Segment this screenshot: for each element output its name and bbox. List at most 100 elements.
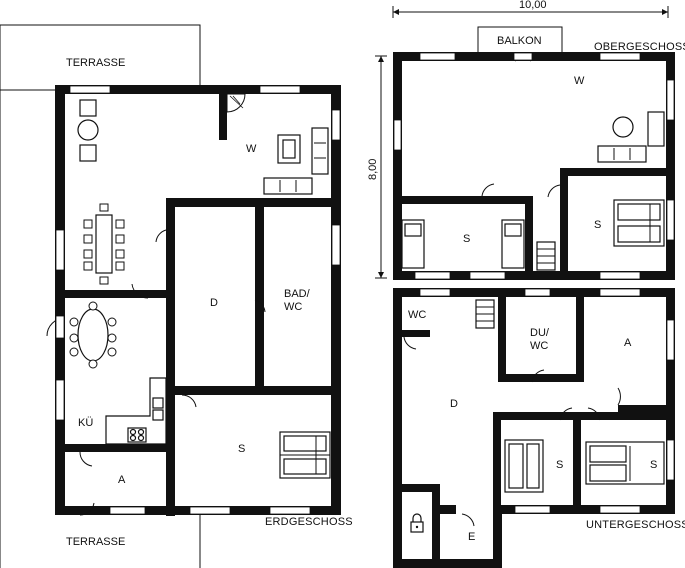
door-swing-icon <box>547 184 561 198</box>
window-icon <box>259 85 301 94</box>
room-label-kitchen: KÜ <box>78 417 93 429</box>
window-icon <box>331 109 341 141</box>
sink-icon <box>152 409 164 421</box>
wall <box>400 484 436 492</box>
window-icon <box>55 229 65 271</box>
balcony-outline <box>477 26 563 54</box>
table-top <box>282 139 296 159</box>
sofa-icon <box>647 111 665 147</box>
door-swing-icon <box>403 336 417 350</box>
door-swing-icon <box>155 229 167 243</box>
room-label-ug-du-line1: DU/ <box>530 327 550 339</box>
window-icon <box>189 506 231 515</box>
window-icon <box>419 288 451 297</box>
wall <box>393 52 402 280</box>
window-icon <box>599 505 641 514</box>
room-label-ug-d: D <box>450 398 458 410</box>
window-icon <box>666 439 675 481</box>
room-label-d: D <box>210 297 218 309</box>
wall <box>573 412 581 512</box>
wall <box>55 444 175 452</box>
dimension-width: 10,00 <box>519 0 547 11</box>
balcony-label: BALKON <box>497 35 542 47</box>
wall <box>440 505 456 514</box>
wall <box>55 85 340 94</box>
door-swing-icon <box>559 407 573 421</box>
room-label-ug-du-line2: WC <box>530 340 548 352</box>
room-label-og-s2: S <box>594 219 601 231</box>
wall <box>498 374 582 382</box>
window-icon <box>599 288 641 297</box>
chair-icon <box>83 203 125 285</box>
room-label-a: A <box>118 474 126 486</box>
window-icon <box>393 119 402 151</box>
window-icon <box>269 506 311 515</box>
untergeschoss-plan: WC D DU/ WC A S S E UNTERGESCHOSS <box>393 288 685 568</box>
window-icon <box>69 85 111 94</box>
door-swing-icon <box>461 513 475 527</box>
door-swing-icon <box>254 299 266 313</box>
sink-icon <box>152 397 164 409</box>
wall <box>219 92 227 140</box>
sofa-icon <box>311 127 329 175</box>
window-icon <box>331 224 341 266</box>
wall <box>666 288 675 513</box>
wall <box>560 168 568 280</box>
window-icon <box>419 52 456 61</box>
wall <box>393 271 675 280</box>
obergeschoss-plan: BALKON <box>393 26 685 280</box>
armchair-icon <box>79 144 97 162</box>
door-swing-icon <box>587 407 601 421</box>
terrace-outline-top <box>0 24 201 91</box>
room-label-bath-line2: WC <box>284 301 302 313</box>
wall <box>166 386 341 395</box>
window-icon <box>414 271 451 280</box>
door-swing-icon <box>79 502 95 516</box>
room-label-living: W <box>246 143 257 155</box>
wall <box>393 288 402 568</box>
wall <box>393 52 675 61</box>
window-icon <box>666 79 675 121</box>
window-icon <box>109 506 146 515</box>
wall <box>331 85 341 515</box>
dimensions: 10,00 8,00 <box>367 0 669 279</box>
room-label-bath-line1: BAD/ <box>284 288 311 300</box>
window-icon <box>55 379 65 421</box>
stair-icon <box>536 241 556 271</box>
door-swing-icon <box>79 451 93 467</box>
wall <box>55 290 175 298</box>
floor-label-upper: OBERGESCHOSS <box>594 41 685 53</box>
terrace-bottom-label: TERRASSE <box>66 536 125 548</box>
floor-label-ground: ERDGESCHOSS <box>265 516 353 528</box>
door-swing-icon <box>181 394 197 408</box>
door-opening <box>513 52 533 61</box>
floor-label-basement: UNTERGESCHOSS <box>586 519 685 531</box>
door-swing-icon <box>481 183 495 197</box>
armchair-icon <box>79 99 97 117</box>
wall <box>393 559 502 568</box>
room-label-ug-e: E <box>468 531 475 543</box>
wall <box>560 168 675 176</box>
stove-icon <box>127 427 147 443</box>
wall <box>576 288 584 382</box>
fireplace-icon <box>226 93 246 113</box>
stair-icon <box>475 299 495 329</box>
door-swing-icon <box>617 387 621 406</box>
kitchen-counter-icon <box>105 377 167 445</box>
wall <box>255 198 264 390</box>
table-icon <box>77 119 99 141</box>
wall <box>525 196 533 280</box>
wall <box>493 412 675 420</box>
wall <box>166 198 341 207</box>
oval-table-icon <box>77 308 109 362</box>
sofa-icon <box>263 177 313 195</box>
terrace-top-label: TERRASSE <box>66 57 125 69</box>
window-icon <box>514 505 551 514</box>
erdgeschoss-plan: TERRASSE TERRASSE W D BAD/ WC KÜ A S ERD… <box>0 24 353 568</box>
chair-icon <box>69 301 117 369</box>
window-icon <box>599 52 641 61</box>
door-swing-icon <box>531 369 545 383</box>
window-icon <box>666 319 675 361</box>
padlock-icon <box>410 513 424 533</box>
